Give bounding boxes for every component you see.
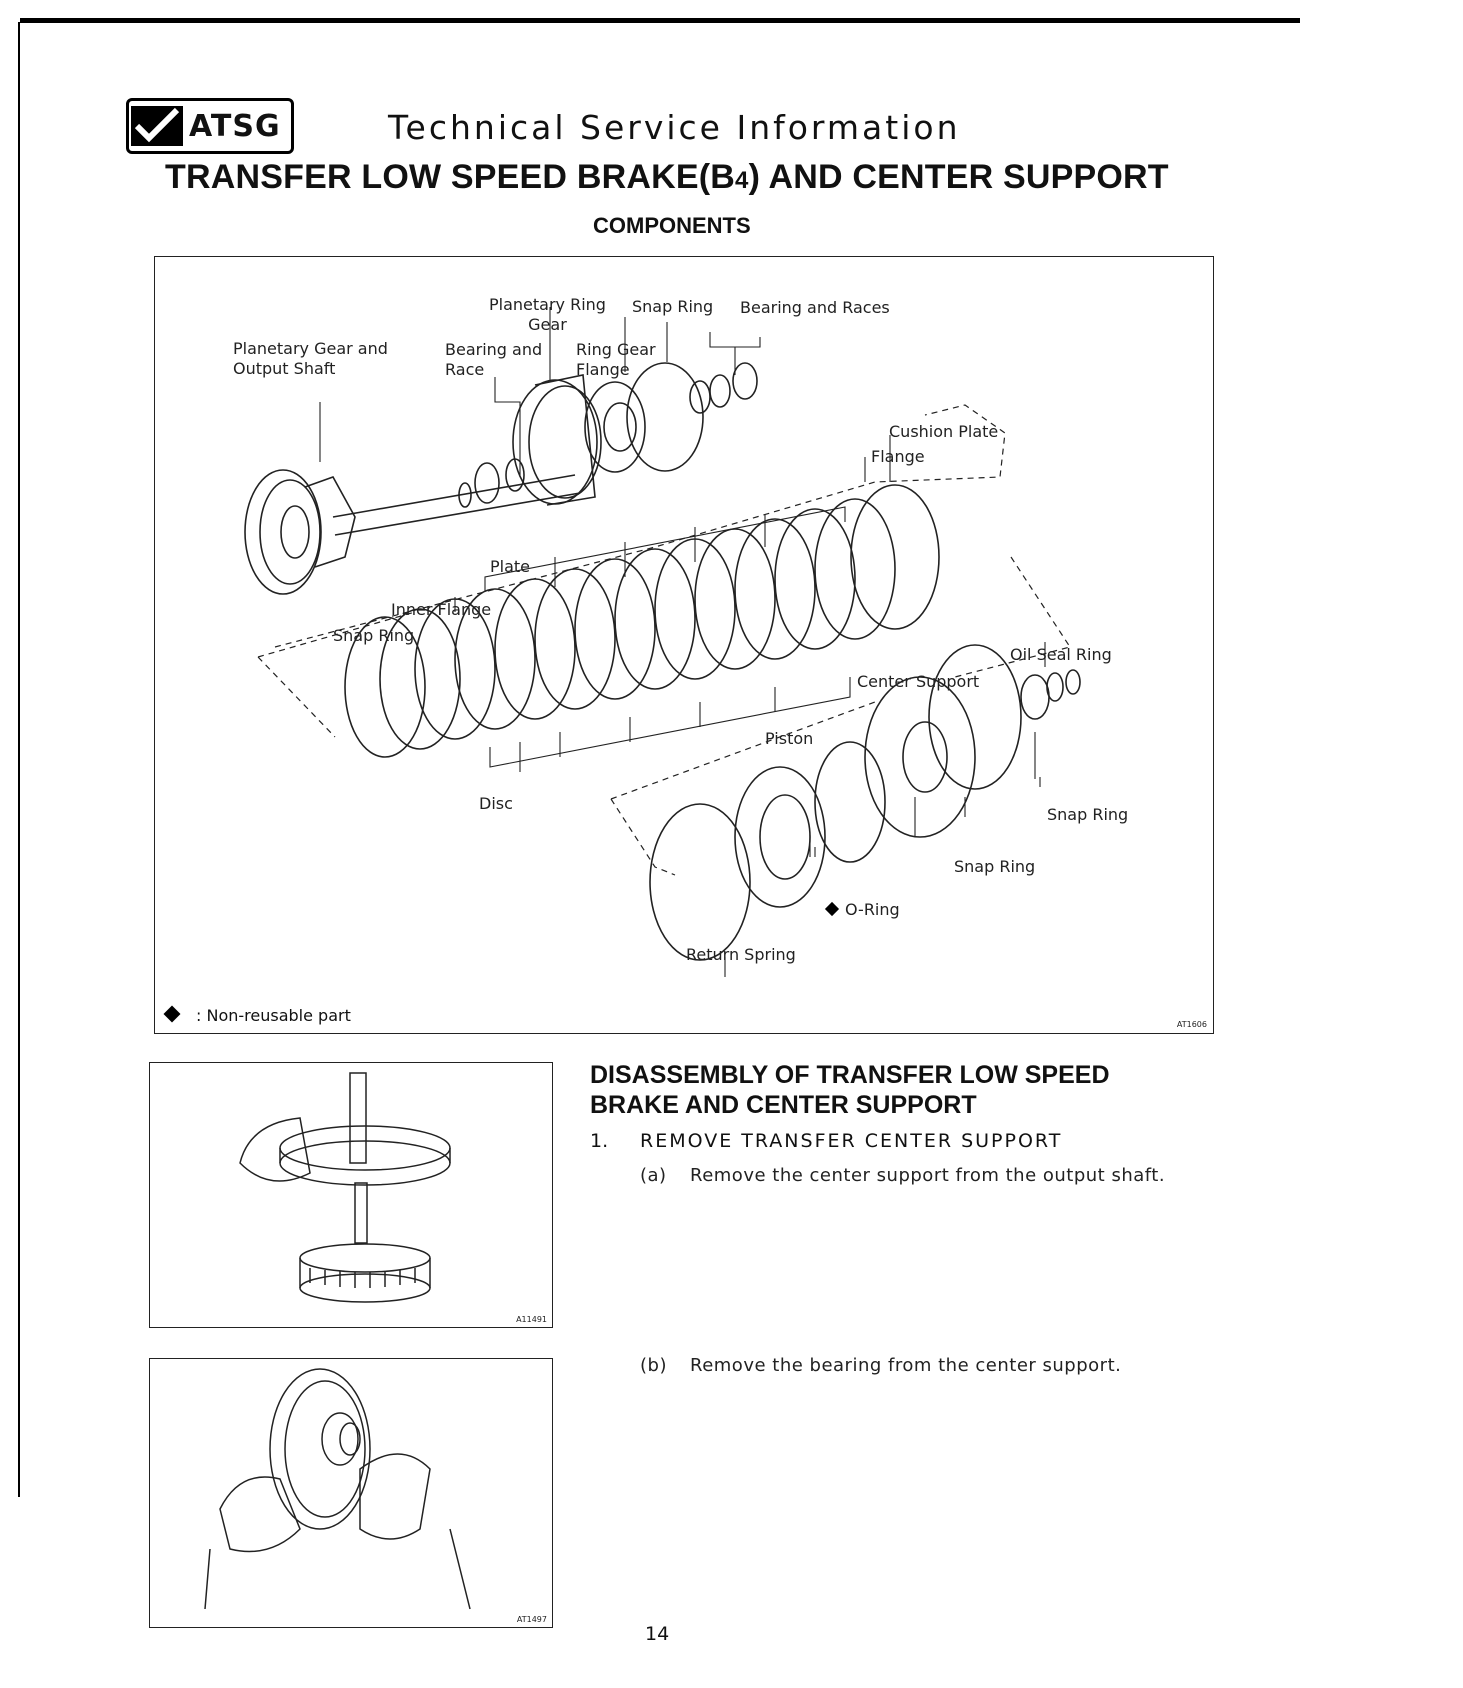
exploded-view-drawing xyxy=(244,307,1081,977)
page-title: TRANSFER LOW SPEED BRAKE(B4) AND CENTER … xyxy=(165,158,1169,196)
non-reusable-diamond-icon xyxy=(824,901,840,917)
checkmark-icon xyxy=(131,106,183,146)
components-diagram: Planetary Gear and Output Shaft Planetar… xyxy=(154,256,1214,1034)
left-rule xyxy=(18,22,20,1497)
label-snap-ring-left: Snap Ring xyxy=(333,626,415,645)
label-snap-ring-top: Snap Ring xyxy=(632,297,714,316)
substep-key: (b) xyxy=(640,1355,667,1376)
atsg-logo: ATSG xyxy=(126,98,294,154)
label-flange: Flange xyxy=(871,447,925,466)
step-1: 1. REMOVE TRANSFER CENTER SUPPORT xyxy=(590,1130,1062,1152)
figure-code: AT1497 xyxy=(516,1615,547,1624)
label-ring-gear-flange: Ring Gear Flange xyxy=(576,340,656,379)
legend: : Non-reusable part xyxy=(163,1005,351,1025)
substep-b: (b) Remove the bearing from the center su… xyxy=(640,1355,1121,1376)
logo-text: ATSG xyxy=(189,108,281,144)
label-return-spring: Return Spring xyxy=(686,945,796,964)
center-support-removal-drawing xyxy=(239,1072,451,1303)
label-oil-seal-ring: Oil Seal Ring xyxy=(1010,645,1112,664)
substep-text: Remove the center support from the outpu… xyxy=(690,1165,1166,1186)
label-snap-ring-bottom: Snap Ring xyxy=(954,857,1036,876)
step-text: REMOVE TRANSFER CENTER SUPPORT xyxy=(640,1130,1063,1152)
figure-code: A11491 xyxy=(516,1315,547,1324)
substep-key: (a) xyxy=(640,1165,667,1186)
substep-text: Remove the bearing from the center suppo… xyxy=(690,1355,1122,1376)
figure-remove-center-support: A11491 xyxy=(149,1062,553,1328)
label-bearing-and-races: Bearing and Races xyxy=(740,298,890,317)
label-bearing-and-race: Bearing and Race xyxy=(445,340,543,379)
service-title: Technical Service Information xyxy=(388,108,961,147)
section-title: COMPONENTS xyxy=(593,213,751,238)
label-cushion-plate: Cushion Plate xyxy=(889,422,999,441)
label-disc: Disc xyxy=(479,794,513,813)
label-planetary-ring-gear: Planetary Ring Gear xyxy=(489,295,606,334)
substep-a: (a) Remove the center support from the ou… xyxy=(640,1165,1165,1186)
label-inner-flange: Inner Flange xyxy=(391,600,492,619)
label-snap-ring-right: Snap Ring xyxy=(1047,805,1129,824)
label-plate: Plate xyxy=(490,557,531,576)
top-rule xyxy=(20,18,1300,23)
diagram-code: AT1606 xyxy=(1176,1020,1207,1029)
label-center-support: Center Support xyxy=(857,672,980,691)
disassembly-heading: DISASSEMBLY OF TRANSFER LOW SPEED BRAKE … xyxy=(590,1061,1110,1119)
label-piston: Piston xyxy=(765,729,814,748)
bearing-removal-drawing xyxy=(204,1368,471,1610)
legend-text: : Non-reusable part xyxy=(196,1006,351,1025)
figure-remove-bearing: AT1497 xyxy=(149,1358,553,1628)
ring-gear-drawing xyxy=(512,374,602,506)
center-support-drawing xyxy=(649,644,1081,961)
label-planetary-gear-output-shaft: Planetary Gear and Output Shaft xyxy=(233,339,388,378)
step-number: 1. xyxy=(590,1130,609,1152)
clutch-pack-drawing xyxy=(344,484,940,758)
label-o-ring: O-Ring xyxy=(824,900,900,920)
page-number: 14 xyxy=(645,1623,670,1645)
non-reusable-diamond-icon xyxy=(163,1005,181,1023)
